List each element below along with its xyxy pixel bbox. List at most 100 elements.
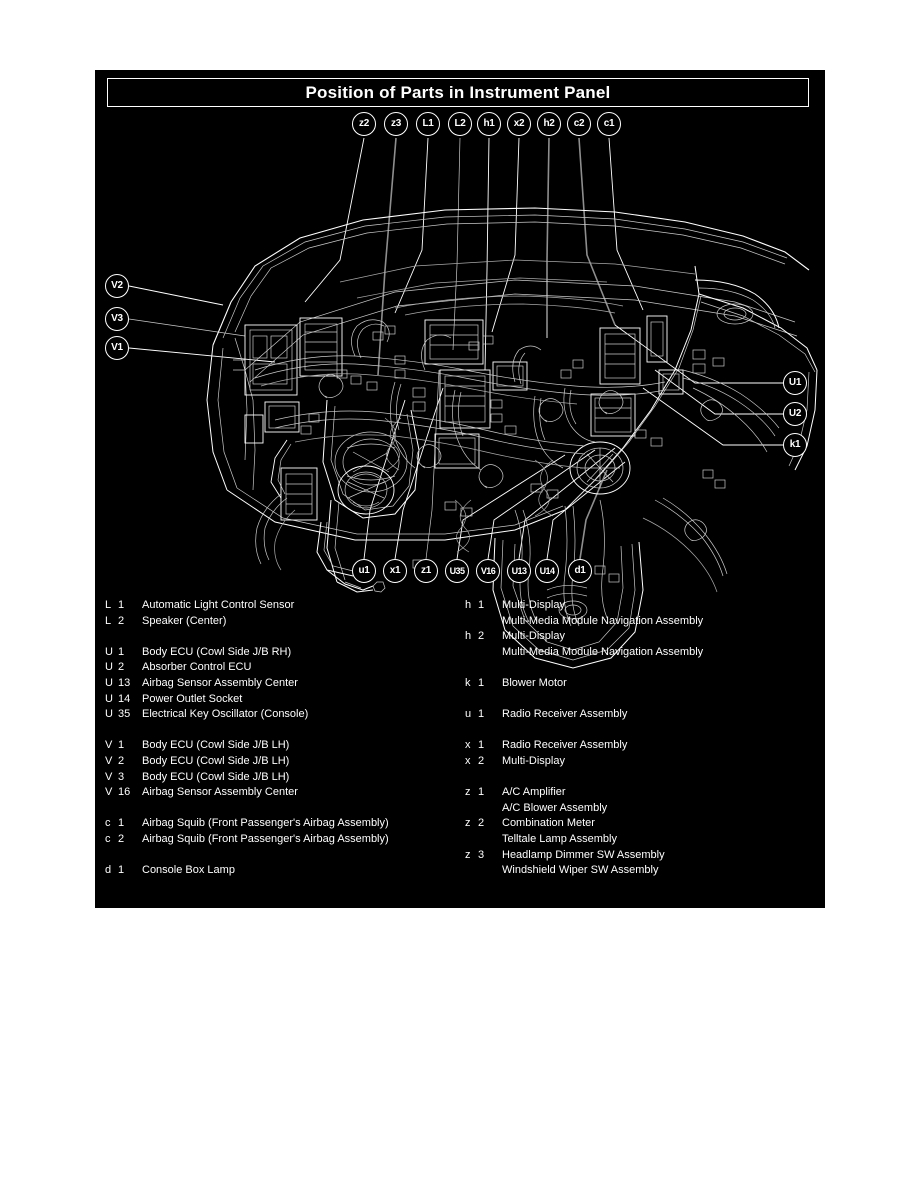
- callout-L2[interactable]: L2: [448, 112, 472, 136]
- legend-entry-number: 2: [118, 661, 125, 674]
- legend-entry-number: 2: [478, 754, 485, 767]
- legend-entry-letter: c: [105, 817, 111, 830]
- legend-entry-letter: U: [105, 708, 113, 721]
- callout-label: z1: [421, 565, 431, 576]
- legend-entry-description: Multi-Display: [502, 599, 565, 611]
- callout-L1[interactable]: L1: [416, 112, 440, 136]
- legend-spacer: [465, 770, 815, 786]
- legend-entry-letter: V: [105, 786, 113, 799]
- legend-entry-description: Radio Receiver Assembly: [502, 708, 628, 721]
- legend-entry-number: 1: [478, 676, 485, 689]
- callout-k1[interactable]: k1: [783, 433, 807, 457]
- legend-entry-description: Body ECU (Cowl Side J/B LH): [142, 770, 290, 783]
- legend-entry-description: Body ECU (Cowl Side J/B RH): [142, 645, 292, 658]
- callout-label: h2: [543, 118, 555, 129]
- callout-label: U35: [449, 565, 465, 576]
- legend-entry-letter: V: [105, 754, 113, 767]
- legend-entry-number: 1: [118, 599, 125, 611]
- legend-entry-letter: U: [105, 661, 113, 674]
- callout-u1[interactable]: u1: [352, 559, 376, 583]
- callout-U14[interactable]: U14: [535, 559, 559, 583]
- legend-entry-letter: h: [465, 630, 472, 643]
- callout-label: V2: [111, 280, 123, 291]
- legend-entry-description: Blower Motor: [502, 676, 567, 689]
- legend-entry-letter: d: [105, 864, 112, 877]
- callout-label: c1: [603, 118, 615, 129]
- legend-entry-letter: x: [465, 754, 471, 767]
- callout-label: V16: [480, 565, 496, 576]
- page-title: Position of Parts in Instrument Panel: [305, 82, 611, 102]
- callout-label: c2: [573, 118, 585, 129]
- legend-spacer: [105, 629, 455, 645]
- callout-label: U2: [788, 408, 802, 419]
- callout-label: V1: [111, 342, 123, 353]
- legend-entry-number: 2: [118, 832, 125, 845]
- callout-c2[interactable]: c2: [567, 112, 591, 136]
- legend-entry-description: Absorber Control ECU: [142, 661, 252, 674]
- callout-label: x2: [513, 118, 525, 129]
- legend-entry-letter: u: [465, 708, 472, 721]
- legend-entry-letter: U: [105, 645, 113, 658]
- callout-z2[interactable]: z2: [352, 112, 376, 136]
- callout-x1[interactable]: x1: [383, 559, 407, 583]
- callout-U13[interactable]: U13: [507, 559, 531, 583]
- legend-entry-number: 1: [478, 599, 485, 611]
- callout-label: k1: [789, 439, 801, 450]
- legend-entry-letter: V: [105, 770, 113, 783]
- legend-entry-number: 16: [118, 786, 131, 799]
- legend-entry-letter: h: [465, 599, 472, 611]
- callout-V16[interactable]: V16: [476, 559, 500, 583]
- legend-entry-description: Power Outlet Socket: [142, 692, 243, 705]
- legend-entry-description: Headlamp Dimmer SW Assembly: [502, 848, 665, 861]
- legend-entry-number: 3: [118, 770, 125, 783]
- legend-entry-number: 1: [118, 864, 125, 877]
- callout-z1[interactable]: z1: [414, 559, 438, 583]
- legend-entry-description: Multi-Display: [502, 630, 565, 643]
- legend-spacer: [105, 848, 455, 864]
- callout-d1[interactable]: d1: [568, 559, 592, 583]
- callout-V3[interactable]: V3: [105, 307, 129, 331]
- legend-entry-number: 1: [478, 739, 485, 752]
- legend-entry-number: 1: [478, 708, 485, 721]
- legend-entry-number: 35: [118, 708, 131, 721]
- legend-entry-description: Body ECU (Cowl Side J/B LH): [142, 739, 290, 752]
- callout-h2[interactable]: h2: [537, 112, 561, 136]
- right-side-cluster: [569, 279, 780, 495]
- legend-entry-number: 1: [118, 817, 125, 830]
- callout-V2[interactable]: V2: [105, 274, 129, 298]
- legend-entry-letter: U: [105, 676, 113, 689]
- callout-h1[interactable]: h1: [477, 112, 501, 136]
- legend-entry-number: 2: [478, 817, 485, 830]
- callout-label: L1: [422, 118, 434, 129]
- callout-U2[interactable]: U2: [783, 402, 807, 426]
- leader-lines-bottom: [363, 369, 626, 560]
- legend-entry-number: 1: [118, 645, 125, 658]
- legend-entry-description-secondary: Windshield Wiper SW Assembly: [502, 864, 659, 877]
- callout-x2[interactable]: x2: [507, 112, 531, 136]
- callout-U1[interactable]: U1: [783, 371, 807, 395]
- legend-entry-description: Airbag Sensor Assembly Center: [142, 676, 298, 689]
- dashboard-outer-shell: [206, 207, 818, 669]
- legend-entry-description: Radio Receiver Assembly: [502, 739, 628, 752]
- callout-V1[interactable]: V1: [105, 336, 129, 360]
- callout-label: L2: [454, 118, 466, 129]
- legend-entry-letter: z: [465, 817, 471, 830]
- legend-entry-description: Speaker (Center): [142, 614, 227, 627]
- callout-U35[interactable]: U35: [445, 559, 469, 583]
- callout-c1[interactable]: c1: [597, 112, 621, 136]
- legend-entry-letter: V: [105, 739, 113, 752]
- callout-z3[interactable]: z3: [384, 112, 408, 136]
